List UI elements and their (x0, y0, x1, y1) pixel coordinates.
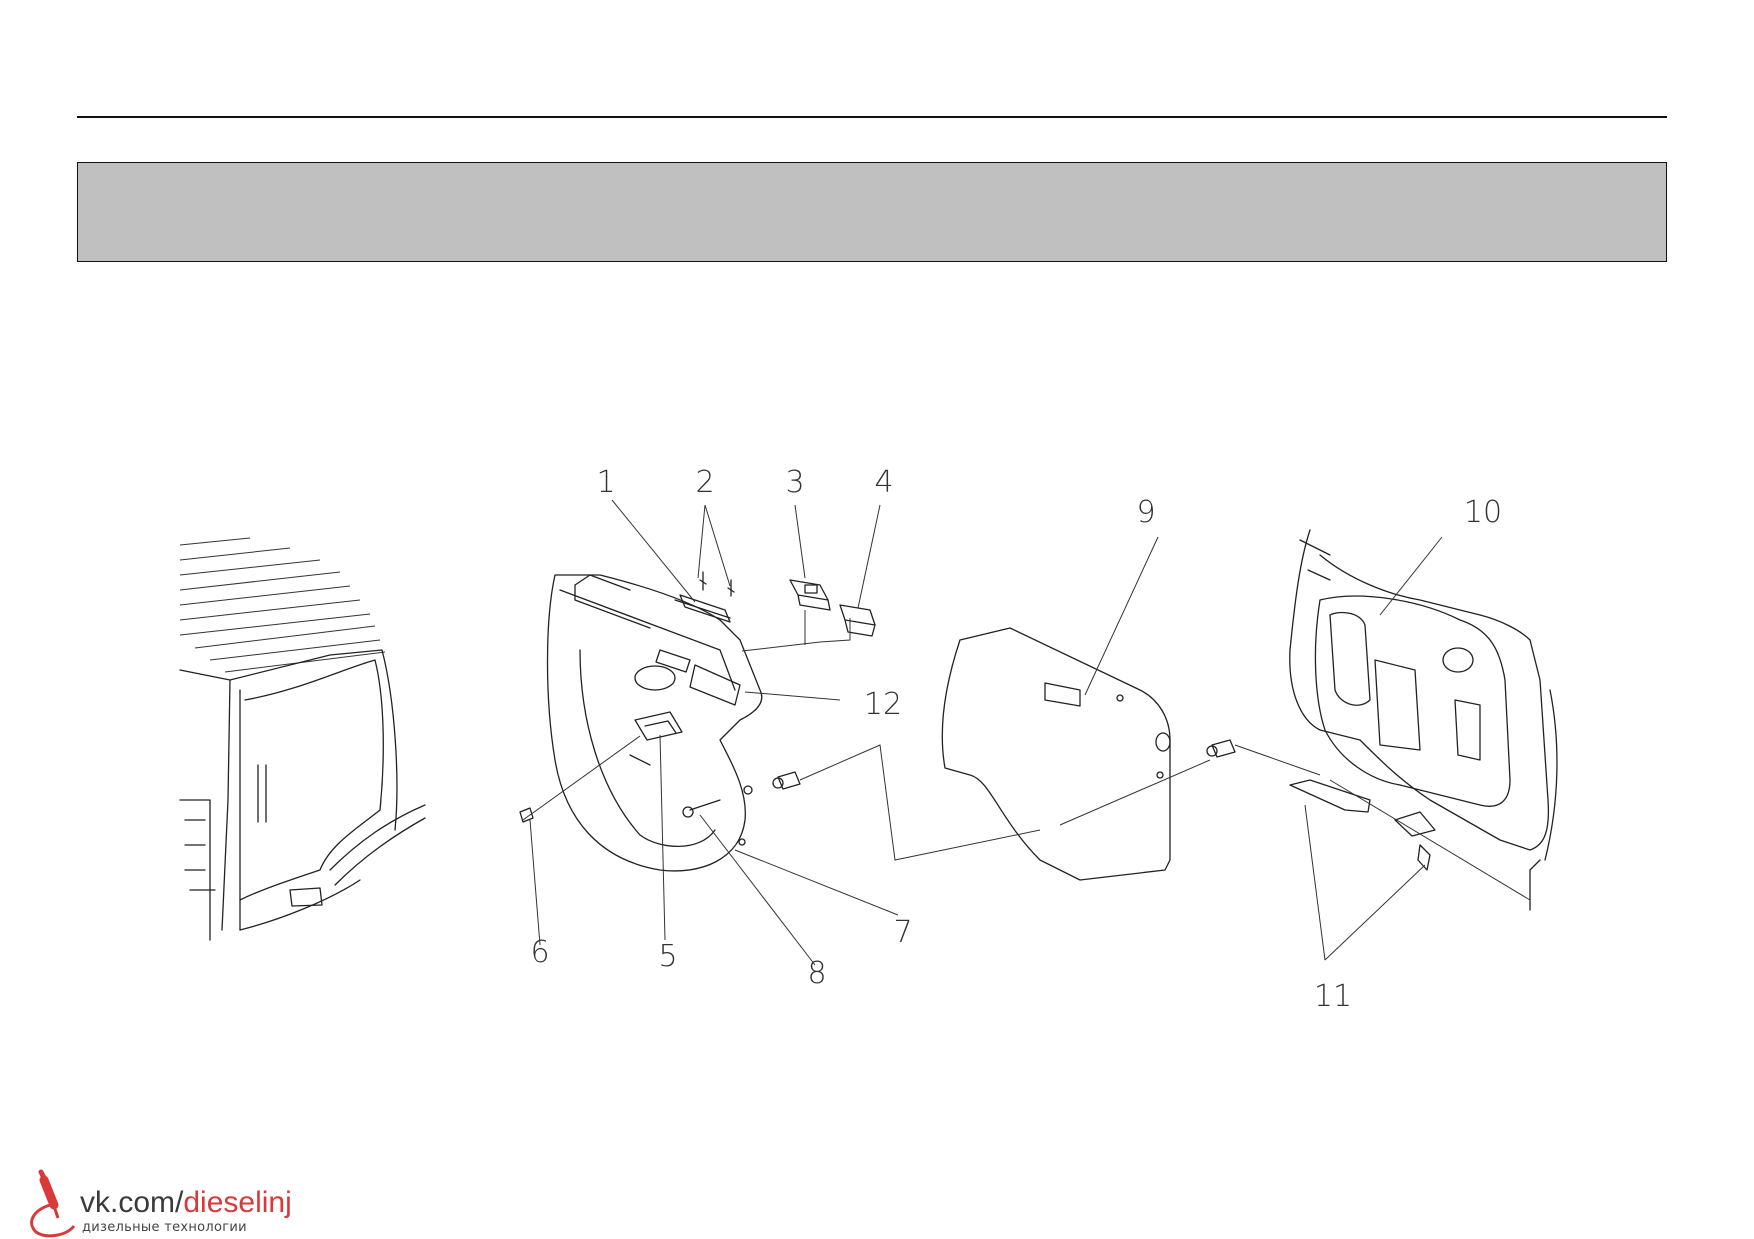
part-4-switch (839, 604, 876, 637)
watermark-url: vk.com/dieselinj (80, 1186, 292, 1220)
header-rule (77, 116, 1667, 118)
part-9-insulator-sheet (941, 627, 1171, 881)
leader-lines (522, 499, 1531, 966)
callout-9: 9 (1136, 495, 1155, 530)
title-banner (77, 162, 1667, 262)
part-12-fastener (1206, 739, 1236, 758)
part-3-switch-bracket (789, 579, 831, 611)
callout-2: 2 (695, 465, 714, 500)
roof-ribs (179, 537, 386, 673)
watermark-url-accent: dieselinj (183, 1186, 292, 1219)
callout-11: 11 (1314, 979, 1352, 1014)
callout-4: 4 (874, 465, 893, 500)
part-2-screws (699, 571, 735, 597)
callout-3: 3 (785, 465, 804, 500)
vehicle-rear-view (179, 537, 426, 941)
part-8-screw (682, 799, 721, 818)
callout-10: 10 (1464, 495, 1502, 530)
callout-12: 12 (864, 687, 902, 722)
callout-6: 6 (530, 935, 549, 970)
part-6-clip (519, 807, 534, 823)
part-7-push-pin (772, 771, 801, 790)
dieselinj-logo (30, 1169, 76, 1238)
part-11-retainer-clips (1289, 779, 1436, 871)
part-1-grab-handle (674, 594, 731, 623)
watermark-url-prefix: vk.com/ (80, 1186, 184, 1219)
part-5-pull-cup (634, 711, 683, 741)
callout-8: 8 (807, 956, 826, 991)
watermark-subtitle: дизельные технологии (82, 1220, 247, 1235)
callout-7: 7 (893, 915, 912, 950)
trim-panel (546, 574, 763, 872)
callout-1: 1 (596, 465, 615, 500)
part-10-door-frame (1289, 529, 1558, 911)
callout-5: 5 (658, 939, 677, 974)
